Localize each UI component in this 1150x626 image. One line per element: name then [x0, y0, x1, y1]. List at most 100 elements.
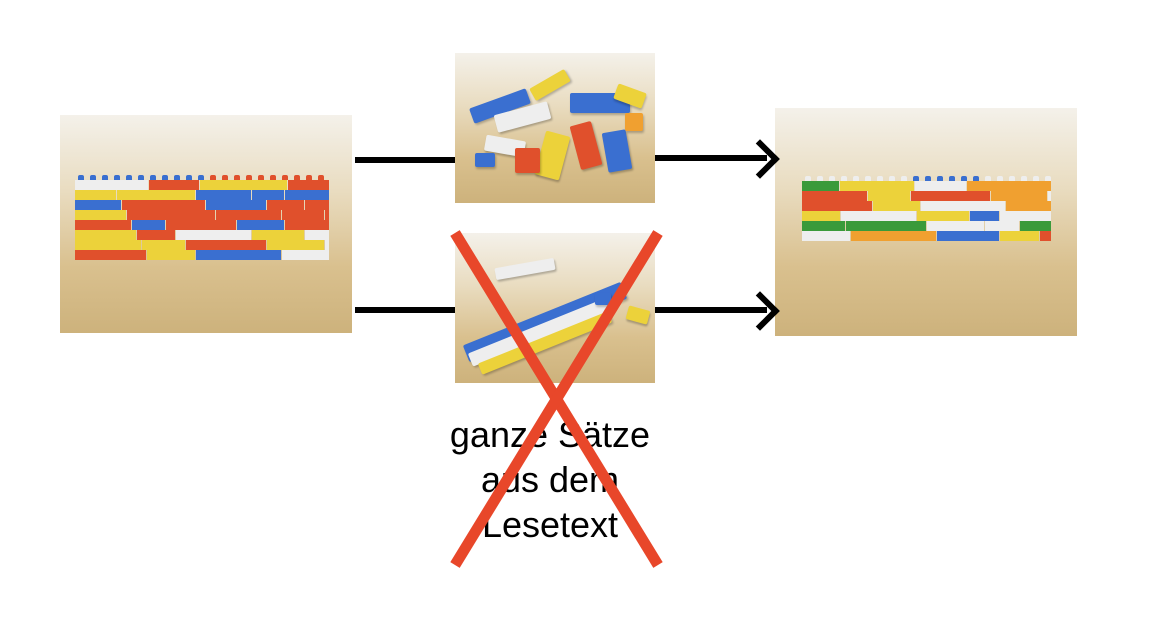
lego-brick [325, 240, 329, 250]
lego-stud [1009, 176, 1015, 181]
lego-brick [917, 211, 969, 221]
lego-stud [246, 175, 252, 180]
lego-brick [186, 240, 266, 250]
lego-stud [270, 175, 276, 180]
lego-brick [75, 190, 116, 200]
lego-brick [75, 250, 146, 260]
lego-stud [853, 176, 859, 181]
lego-brick [1000, 231, 1039, 241]
lego-stud [294, 175, 300, 180]
lego-stud [306, 175, 312, 180]
lego-brick [127, 210, 215, 220]
lego-brick [149, 180, 199, 190]
lego-stud [174, 175, 180, 180]
lego-stud [997, 176, 1003, 181]
lego-brick [196, 250, 281, 260]
lego-stud [222, 175, 228, 180]
lego-brick [970, 211, 999, 221]
lego-brick [267, 200, 304, 210]
lego-brick [305, 200, 329, 210]
lego-brick [267, 240, 324, 250]
lego-wall [802, 176, 1052, 244]
cross-stroke-2 [450, 230, 663, 568]
lego-wall [75, 175, 330, 263]
loose-lego-bricks-photo [455, 53, 655, 203]
lego-brick [200, 180, 287, 190]
lego-brick [132, 220, 165, 230]
lego-brick [305, 230, 329, 240]
collapsed-lego-pieces-photo [455, 233, 655, 383]
lego-stud [889, 176, 895, 181]
lego-brick [285, 190, 329, 200]
lego-piece [475, 153, 495, 167]
lego-brick [75, 180, 148, 190]
lego-stud [138, 175, 144, 180]
lego-brick [841, 211, 916, 221]
lego-brick [282, 250, 329, 260]
lego-brick [1000, 211, 1051, 221]
lego-stud [949, 176, 955, 181]
lego-stud [925, 176, 931, 181]
lego-stud [186, 175, 192, 180]
lego-piece [595, 293, 611, 305]
lego-brick [122, 200, 205, 210]
lego-stud [1033, 176, 1039, 181]
lego-brick [75, 200, 121, 210]
lego-stud [150, 175, 156, 180]
lego-stud [817, 176, 823, 181]
lego-brick [196, 190, 251, 200]
lego-stud [973, 176, 979, 181]
lego-brick [75, 210, 126, 220]
lego-brick [142, 240, 185, 250]
lego-stud [282, 175, 288, 180]
caption-line-1: ganze Sätze [449, 414, 651, 455]
lego-brick [325, 210, 329, 220]
arrow-line-top-right [655, 155, 767, 161]
lego-stud [114, 175, 120, 180]
lego-brick [137, 230, 175, 240]
lego-stud [961, 176, 967, 181]
lego-brick [802, 201, 872, 211]
lego-wall-photo [60, 115, 352, 333]
lego-stud [210, 175, 216, 180]
lego-brick [851, 231, 936, 241]
lego-stud [90, 175, 96, 180]
lego-stud [258, 175, 264, 180]
lego-brick [915, 181, 966, 191]
lego-stud [829, 176, 835, 181]
lego-brick [166, 220, 236, 230]
lego-brick [921, 201, 1005, 211]
lego-stud [234, 175, 240, 180]
lego-brick [991, 191, 1047, 201]
lego-brick [840, 181, 914, 191]
lego-brick [985, 221, 1019, 231]
lego-stud [78, 175, 84, 180]
lego-brick [967, 181, 1051, 191]
lego-stud [901, 176, 907, 181]
lego-stud [877, 176, 883, 181]
lego-brick [117, 190, 195, 200]
lego-brick [802, 221, 845, 231]
lego-stud [865, 176, 871, 181]
lego-stud [937, 176, 943, 181]
lego-brick [873, 201, 920, 211]
lego-stud [318, 175, 324, 180]
lego-stud [198, 175, 204, 180]
lego-stud [162, 175, 168, 180]
lego-brick [75, 230, 136, 240]
rebuilt-lego-wall-photo [775, 108, 1077, 336]
lego-brick [206, 200, 266, 210]
lego-brick [147, 250, 195, 260]
lego-brick [802, 211, 840, 221]
lego-brick [802, 231, 850, 241]
lego-brick [252, 190, 284, 200]
lego-piece [625, 113, 643, 131]
lego-stud [841, 176, 847, 181]
lego-stud [1045, 176, 1051, 181]
lego-brick [846, 221, 926, 231]
lego-piece [515, 148, 540, 173]
lego-brick [937, 231, 999, 241]
connector-line-bottom-left [355, 307, 455, 313]
lego-brick [802, 181, 839, 191]
